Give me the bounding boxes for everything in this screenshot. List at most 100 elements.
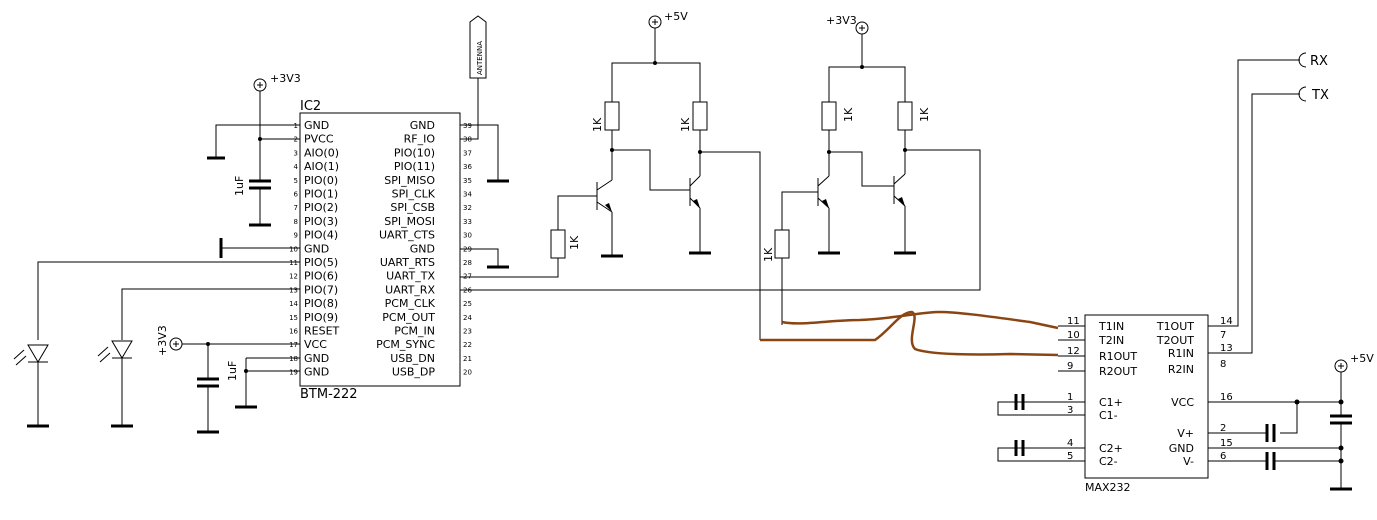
pin-name: V+ [1177,427,1194,440]
left-pin-row: PIO(2)7 [294,201,339,214]
pin-name: V- [1183,455,1194,468]
left-pin-row: PIO(7)13 [289,283,338,296]
resistor-label-pullup-3: 1K [842,107,855,122]
left-pin-row: PIO(8)14 [289,297,338,310]
right-pin-row: SPI_CSB 32 [390,201,472,214]
pin-number: 14 [1220,316,1233,327]
pin-number: 25 [463,300,472,308]
cap-label-pvcc: 1uF [233,176,246,196]
right-pin-row: USB_DN 21 [390,352,472,365]
cap-label-vcc: 1uF [226,361,239,381]
pin-name: UART_CTS [379,229,435,242]
max232-left-pin-row: R1OUT 12 [1058,346,1137,363]
stage-3v3: +3V3 1K 1K 1K [762,14,931,325]
btm222-body [299,112,461,387]
left-pin-row: GND 10 [289,242,329,255]
pin-name: USB_DN [390,352,435,365]
supply-label-3v3-vcc: +3V3 [156,325,169,356]
pin-number: 4 [1067,438,1073,449]
resistor-base-tx [550,229,566,259]
pin-name: PIO(5) [304,256,338,269]
pin-name: UART_RX [385,283,435,296]
pin-name: R2OUT [1099,365,1137,378]
pin-name: SPI_CLK [392,188,436,201]
pin-name: PVCC [304,133,334,146]
supply-label-5v-right: +5V [1350,352,1374,365]
pin1-ground [207,124,300,160]
right-ground-antenna: ANTENNA [460,15,509,183]
pin-number: 18 [289,355,298,363]
pin-name: SPI_MOSI [384,215,435,228]
left-pin-row: PIO(3)8 [294,215,339,228]
pin-name: T1IN [1098,320,1124,333]
pin-number: 10 [289,245,298,253]
led-pio5 [13,261,300,428]
pin-name: PIO(1) [304,188,338,201]
pin-number: 1 [294,122,298,130]
pin-number: 19 [289,369,298,377]
max232-part-label: MAX232 [1085,481,1131,494]
pin-number: 34 [463,191,472,199]
resistor-label-base-tx: 1K [568,235,581,250]
pin-name: GND [410,119,435,132]
pin-number: 32 [463,204,472,212]
pin-name: AIO(1) [304,160,339,173]
pin-number: 6 [1220,451,1226,462]
max232-right-pin-row: V+ 2 [1177,423,1226,440]
pin-name: PIO(6) [304,270,338,283]
ic2-ref-label: IC2 [300,99,321,114]
right-pin-row: PCM_CLK 25 [385,297,472,310]
antenna-label: ANTENNA [476,41,484,75]
pin-name: AIO(0) [304,146,339,159]
pin-name: USB_DP [392,366,436,379]
pin-number: 17 [289,341,298,349]
max232-body [1084,314,1209,479]
uart-rx-path [460,149,981,291]
pin-number: 9 [294,232,298,240]
left-pin-row: PIO(1) 6 [294,188,339,201]
supply-label-3v3-pvcc: +3V3 [270,72,301,85]
pin-number: 37 [463,149,472,157]
pin-name: SPI_MISO [384,174,435,187]
pin-number: 1 [1067,392,1073,403]
pin-number: 6 [294,191,299,199]
pin-name: PCM_CLK [385,297,436,310]
pin-number: 24 [463,314,472,322]
pin-number: 21 [463,355,472,363]
max232-right-pin-row: V- 6 [1183,451,1226,468]
pin-name: RESET [304,325,340,338]
pin-name: R1OUT [1099,350,1137,363]
pin-name: SPI_CSB [390,201,435,214]
resistor-pullup-2 [692,101,708,131]
pin-name: T2OUT [1156,334,1194,347]
rx-connector-label: RX [1310,54,1328,69]
pin-name: GND [304,242,329,255]
led-pio7 [97,288,300,428]
pin-number: 36 [463,163,472,171]
resistor-label-pullup-1: 1K [591,117,604,132]
pin-name: C2- [1099,455,1118,468]
antenna-symbol [469,15,487,79]
vcc-decoupling: +3V3 1uF [156,325,300,434]
pin-number: 12 [1067,346,1080,357]
pin-name: T2IN [1098,334,1124,347]
btm222-left-pins: GND1PVCC2AIO(0)3AIO(1)4PIO(0)5PIO(1)6PIO… [289,119,339,379]
pin-number: 2 [1220,423,1226,434]
resistor-pullup-3 [821,101,837,131]
